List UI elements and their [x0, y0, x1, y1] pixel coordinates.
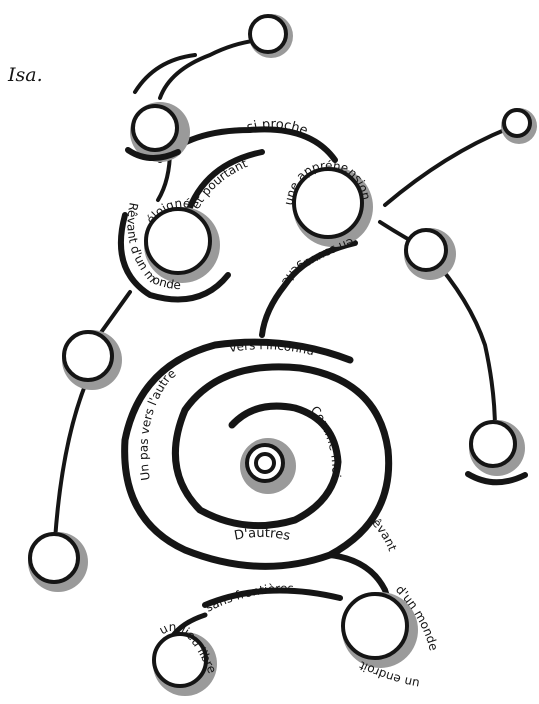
node-center [240, 438, 296, 494]
svg-text:D'autres: D'autres [233, 526, 292, 544]
node-right-low [468, 420, 525, 482]
svg-text:et pourtant: et pourtant [189, 156, 250, 211]
node-upper-left [128, 102, 190, 162]
svg-text:si proche: si proche [245, 117, 310, 139]
svg-text:Un pas vers l'autre: Un pas vers l'autre [136, 366, 178, 481]
svg-text:Comme moi: Comme moi [308, 403, 344, 478]
node-top [249, 14, 293, 58]
phrase-revant: rêvant [366, 512, 400, 553]
phrase-dautres: D'autres [233, 526, 292, 544]
node-left-low [28, 532, 88, 592]
phrase-si-proche: si proche [245, 117, 310, 139]
node-right-mid [404, 228, 456, 280]
phrase-vers-linconnu: vers l'inconnu [228, 338, 315, 358]
node-right-top [501, 108, 537, 144]
svg-text:rêvant: rêvant [366, 512, 400, 553]
svg-text:vers l'inconnu: vers l'inconnu [228, 338, 315, 358]
phrase-et-pourtant: et pourtant [189, 156, 250, 211]
phrase-un-pas-vers-lautre: Un pas vers l'autre [136, 366, 178, 481]
phrase-comme-moi: Comme moi [308, 403, 344, 478]
node-left-mid [62, 330, 122, 390]
